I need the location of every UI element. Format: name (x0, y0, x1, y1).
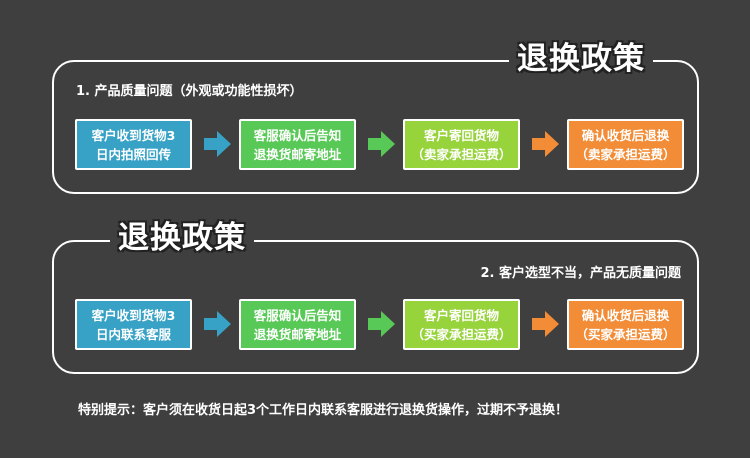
section-subtitle: 1. 产品质量问题（外观或功能性损坏） (76, 84, 303, 99)
arrow-right-icon (368, 131, 395, 157)
arrow-right-icon (204, 131, 231, 157)
step-2-box: 客服确认后告知 退换货邮寄地址 (239, 119, 356, 170)
step-1-box: 客户收到货物3 日内拍照回传 (75, 119, 192, 170)
arrow-right-icon (532, 311, 559, 337)
policy-section-wrong-selection: 退换政策 2. 客户选型不当，产品无质量问题 客户收到货物3 日内联系客服 客服… (52, 218, 699, 374)
step-1-box: 客户收到货物3 日内联系客服 (75, 299, 192, 350)
arrow-right-icon (368, 311, 395, 337)
special-notice: 特别提示：客户须在收货日起3个工作日内联系客服进行退换货操作，过期不予退换！ (78, 403, 569, 418)
process-flow: 客户收到货物3 日内联系客服 客服确认后告知 退换货邮寄地址 客户寄回货物 （买… (75, 299, 685, 350)
arrow-right-icon (532, 131, 559, 157)
step-3-box: 客户寄回货物 （买家承担运费） (403, 299, 520, 350)
step-4-box: 确认收货后退换 （卖家承担运费） (567, 119, 684, 170)
step-4-box: 确认收货后退换 （买家承担运费） (567, 299, 684, 350)
step-2-box: 客服确认后告知 退换货邮寄地址 (239, 299, 356, 350)
policy-section-quality-issue: 退换政策 1. 产品质量问题（外观或功能性损坏） 客户收到货物3 日内拍照回传 … (52, 39, 699, 194)
section-title: 退换政策 (509, 39, 653, 79)
section-title: 退换政策 (110, 218, 254, 258)
step-3-box: 客户寄回货物 （卖家承担运费） (403, 119, 520, 170)
section-subtitle: 2. 客户选型不当，产品无质量问题 (480, 266, 681, 281)
process-flow: 客户收到货物3 日内拍照回传 客服确认后告知 退换货邮寄地址 客户寄回货物 （卖… (75, 119, 685, 170)
arrow-right-icon (204, 311, 231, 337)
